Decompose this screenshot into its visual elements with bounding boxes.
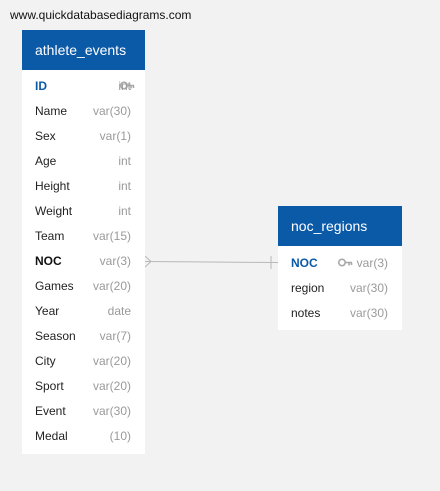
column-row-event[interactable]: Event var(30) <box>22 399 145 424</box>
column-name: Medal <box>35 429 68 443</box>
column-row-city[interactable]: City var(20) <box>22 349 145 374</box>
table-title[interactable]: athlete_events <box>22 30 145 70</box>
column-row-weight[interactable]: Weight int <box>22 199 145 224</box>
column-type: var(30) <box>92 404 131 418</box>
column-row-region[interactable]: region var(30) <box>278 276 402 301</box>
column-row-medal[interactable]: Medal (10) <box>22 424 145 449</box>
column-row-sport[interactable]: Sport var(20) <box>22 374 145 399</box>
column-type: int <box>118 154 131 168</box>
column-type: var(3) <box>99 254 131 268</box>
column-name: notes <box>291 306 321 320</box>
column-name: Age <box>35 154 57 168</box>
column-row-season[interactable]: Season var(7) <box>22 324 145 349</box>
column-name: Season <box>35 329 76 343</box>
column-type: var(30) <box>349 306 388 320</box>
column-name: Games <box>35 279 74 293</box>
column-type: var(7) <box>99 329 131 343</box>
column-row-name[interactable]: Name var(30) <box>22 99 145 124</box>
column-name: NOC <box>291 256 318 270</box>
column-row-age[interactable]: Age int <box>22 149 145 174</box>
column-row-notes[interactable]: notes var(30) <box>278 301 402 326</box>
column-type: var(30) <box>92 104 131 118</box>
column-row-sex[interactable]: Sex var(1) <box>22 124 145 149</box>
column-name: region <box>291 281 325 295</box>
column-type: date <box>107 304 131 318</box>
column-type: (10) <box>109 429 131 443</box>
column-type: var(3) <box>356 256 388 270</box>
column-type: var(1) <box>99 129 131 143</box>
column-type: int <box>118 204 131 218</box>
relationship-line <box>144 261 279 263</box>
column-name: Year <box>35 304 60 318</box>
column-name: Event <box>35 404 66 418</box>
column-type: var(30) <box>349 281 388 295</box>
table-title[interactable]: noc_regions <box>278 206 402 246</box>
column-type: var(20) <box>92 354 131 368</box>
column-row-team[interactable]: Team var(15) <box>22 224 145 249</box>
primary-key-icon <box>119 79 135 93</box>
primary-key-icon <box>337 256 353 270</box>
column-name: NOC <box>35 254 62 268</box>
many-crowfoot <box>144 255 152 268</box>
column-name: Name <box>35 104 68 118</box>
column-row-height[interactable]: Height int <box>22 174 145 199</box>
column-type: var(15) <box>92 229 131 243</box>
column-row-noc[interactable]: NOC var(3) <box>22 249 145 274</box>
column-row-id[interactable]: ID int <box>22 74 145 99</box>
column-name: ID <box>35 79 47 93</box>
column-name: City <box>35 354 56 368</box>
table-noc-regions[interactable]: noc_regions NOC var(3) region var(30) notes v… <box>278 206 402 330</box>
column-row-year[interactable]: Year date <box>22 299 145 324</box>
column-type: var(20) <box>92 379 131 393</box>
column-name: Team <box>35 229 65 243</box>
column-name: Weight <box>35 204 73 218</box>
column-name: Sex <box>35 129 56 143</box>
column-type: int <box>118 179 131 193</box>
column-row-noc[interactable]: NOC var(3) <box>278 251 402 276</box>
column-name: Sport <box>35 379 64 393</box>
column-type: int <box>118 79 131 93</box>
column-row-games[interactable]: Games var(20) <box>22 274 145 299</box>
watermark: www.quickdatabasediagrams.com <box>10 8 192 22</box>
column-name: Height <box>35 179 70 193</box>
column-type: var(20) <box>92 279 131 293</box>
